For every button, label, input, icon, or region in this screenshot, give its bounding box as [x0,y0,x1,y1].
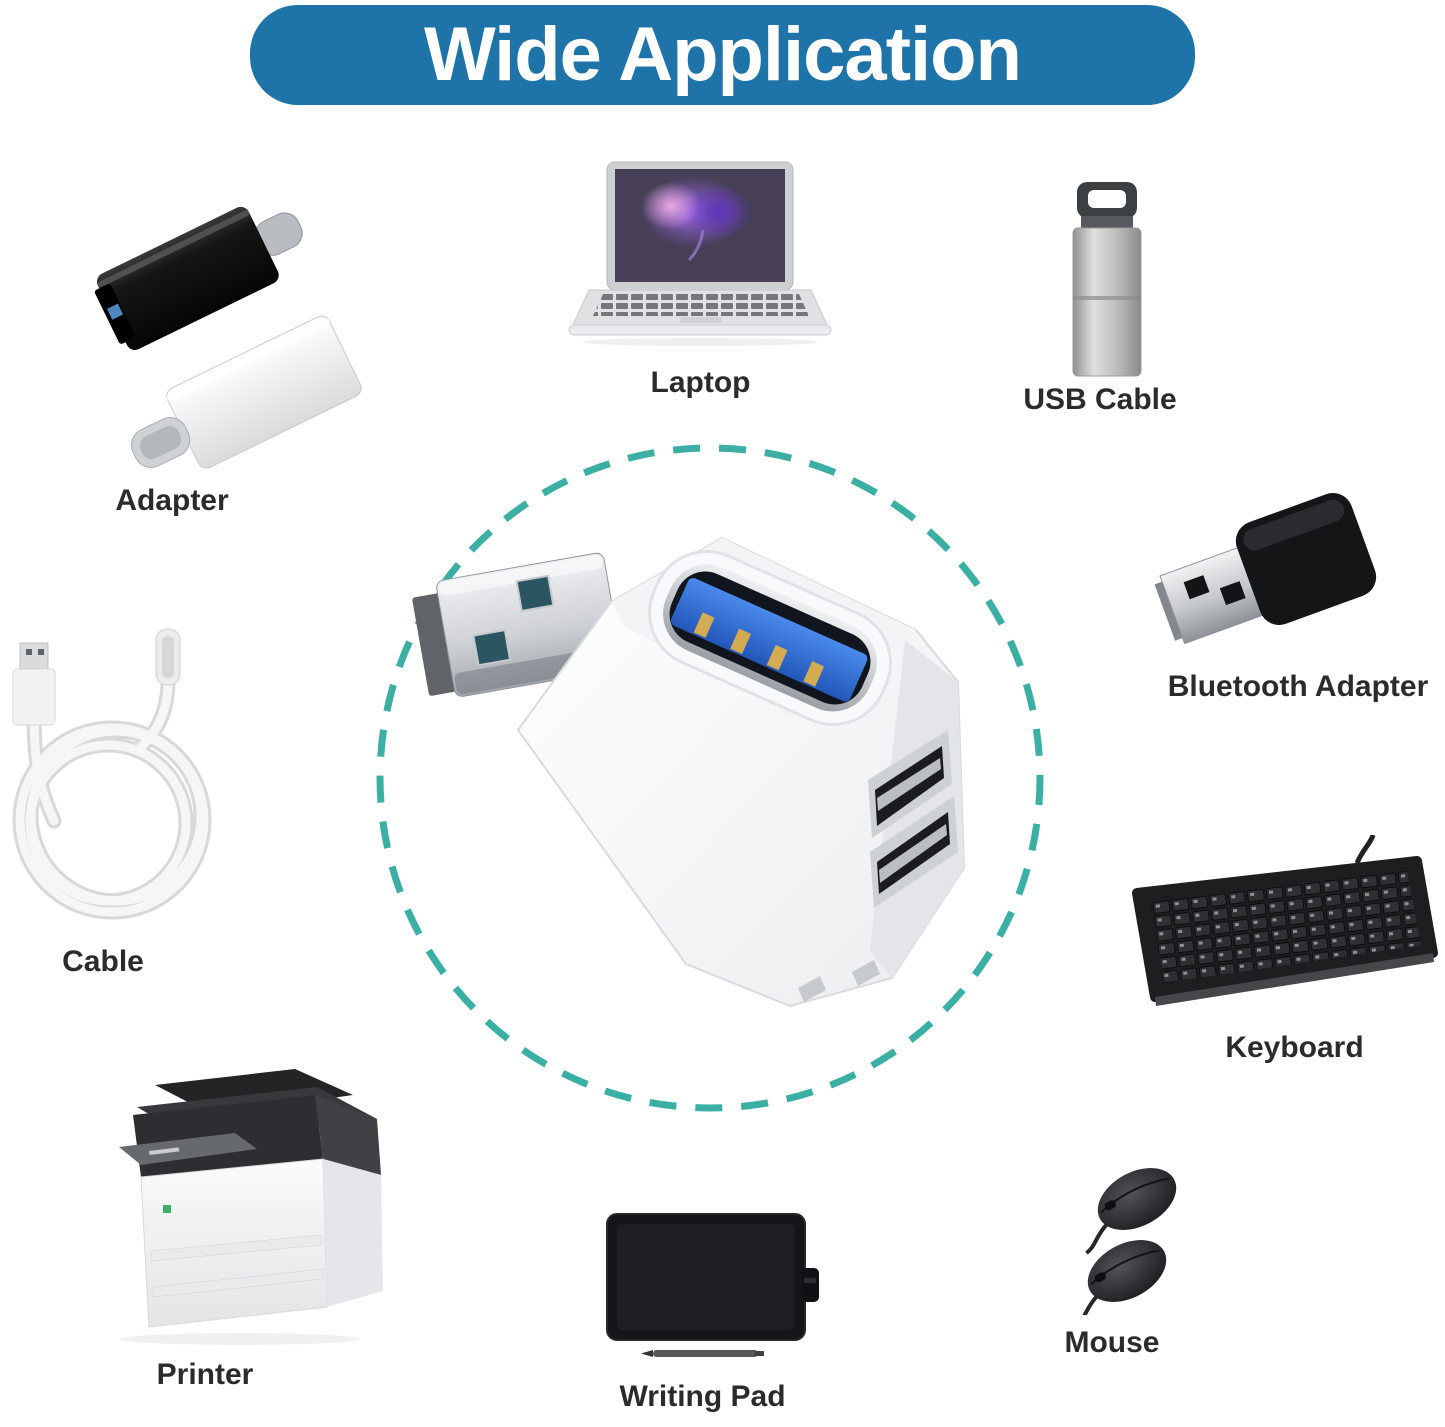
product-label: Keyboard [1225,1031,1364,1064]
product-label: Cable [62,945,144,978]
product-adapter: Adapter [80,195,400,525]
usb-hub-image [376,444,1044,1112]
product-mouse: Mouse [1055,1155,1235,1365]
product-cable: Cable [0,585,215,995]
product-keyboard: Keyboard [1125,835,1445,1075]
cable-image [12,628,212,920]
product-laptop: Laptop [555,158,845,408]
keyboard-image [1132,835,1438,1006]
mouse-image [1075,1168,1177,1315]
page-title: Wide Application [424,12,1022,97]
title-banner: Wide Application [250,5,1195,105]
laptop-image [568,161,832,346]
product-label: Writing Pad [619,1380,786,1413]
product-printer: Printer [85,1055,385,1405]
product-label: Adapter [115,484,229,517]
application-circle [376,444,1044,1112]
usb-hub-figure [368,428,1052,1132]
bluetooth-adapter-image [1154,493,1377,645]
product-bluetooth-adapter: Bluetooth Adapter [1140,470,1445,710]
product-writing-pad: Writing Pad [595,1210,835,1427]
product-label: Mouse [1064,1326,1160,1359]
product-label: Printer [156,1358,254,1391]
writing-pad-image [606,1213,819,1357]
adapter-image [94,206,362,469]
product-usb-cable: USB Cable [1023,178,1245,428]
usb-drive-image [1072,182,1142,377]
product-label: Bluetooth Adapter [1167,670,1429,703]
product-label: USB Cable [1023,383,1177,416]
printer-image [119,1069,383,1345]
product-label: Laptop [650,366,751,399]
